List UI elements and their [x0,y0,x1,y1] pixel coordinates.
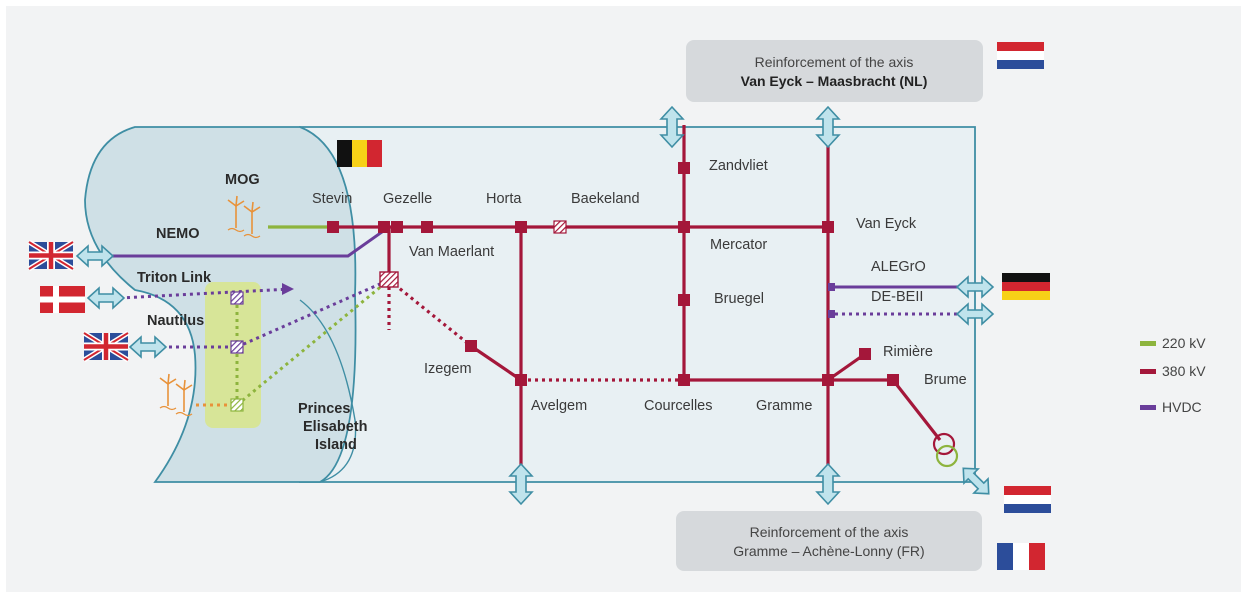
label-courcelles: Courcelles [644,398,713,414]
label-princes: Princes [298,401,350,417]
label-mercator: Mercator [710,237,767,253]
label-gezelle: Gezelle [383,191,432,207]
energy-island-zone [205,282,261,428]
germany-flag-icon [1002,273,1050,300]
top-callout-box [686,40,983,102]
bottom-box-line1: Reinforcement of the axis [750,524,909,540]
triton-arrowhead [282,283,294,295]
substation-island-hvdc-2 [230,340,244,354]
converter-alegro [828,283,835,291]
label-brume: Brume [924,372,967,388]
legend-swatch-220kv [1140,341,1156,346]
label-gramme: Gramme [756,398,812,414]
transformer-circle-green [935,444,959,468]
label-elisabeth: Elisabeth [303,419,367,435]
label-izegem: Izegem [424,361,472,377]
netherlands-flag-icon [1004,486,1051,513]
uk-flag-icon [82,330,130,363]
legend-label-hvdc: HVDC [1162,399,1202,415]
label-rimiere: Rimière [883,344,933,360]
bottom-box-line2: Gramme – Achène-Lonny (FR) [733,543,924,559]
label-alegro: ALEGrO [871,259,926,275]
legend-label-220kv: 220 kV [1162,335,1206,351]
substation-island-hvdc-1 [230,291,244,305]
bottom-callout-box [676,511,982,571]
transformer-circle-red [932,432,956,456]
substation-baekeland [553,220,567,234]
substation-princes-onshore [379,271,399,288]
uk-flag-icon [27,239,75,272]
label-island: Island [315,437,357,453]
denmark-flag-icon [40,286,85,313]
label-van-maerlant: Van Maerlant [409,244,494,260]
top-box-line1: Reinforcement of the axis [755,54,914,70]
line-220kv-island [236,278,390,407]
legend-swatch-380kv [1140,369,1156,374]
france-flag-icon [997,543,1045,570]
label-zandvliet: Zandvliet [709,158,768,174]
label-bruegel: Bruegel [714,291,764,307]
label-nautilus: Nautilus [147,313,204,329]
legend-swatch-hvdc [1140,405,1156,410]
substation-island-ac [230,398,244,412]
belgium-flag-icon [337,140,382,167]
lines-hvdc [108,225,960,289]
label-triton-link: Triton Link [137,270,212,286]
label-stevin: Stevin [312,191,352,207]
label-avelgem: Avelgem [531,398,587,414]
label-debeii: DE-BEII [871,289,923,305]
legend-label-380kv: 380 kV [1162,363,1206,379]
lines-380kv [330,125,942,480]
converter-debeii [828,310,835,318]
substations [327,162,899,386]
label-nemo: NEMO [156,226,200,242]
island-edge [299,299,357,483]
label-mog: MOG [225,172,260,188]
lines-380kv-planned [387,278,684,382]
label-horta: Horta [486,191,522,207]
netherlands-flag-icon [997,42,1044,69]
label-baekeland: Baekeland [571,191,640,207]
label-van-eyck: Van Eyck [856,216,917,232]
legend: 220 kV 380 kV HVDC [1140,335,1206,415]
top-box-line2: Van Eyck – Maasbracht (NL) [741,73,928,89]
